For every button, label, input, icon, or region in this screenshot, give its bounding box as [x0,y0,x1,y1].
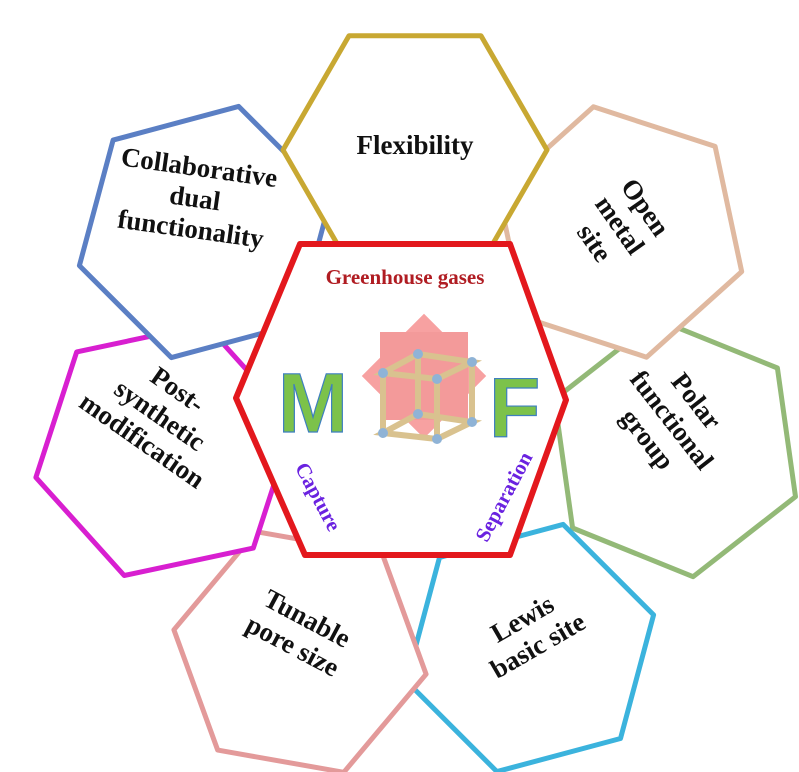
feature-hexagon-collaborative-dual-functionality: Collaborativedualfunctionality [76,103,334,361]
feature-hexagon-open-metal-site: Openmetalsite [495,104,745,360]
mof-cube-icon [361,313,487,444]
feature-label-line: Flexibility [357,130,474,160]
feature-label: Flexibility [357,130,474,160]
feature-hexagon-polar-functional-group: Polarfunctionalgroup [552,316,798,580]
feature-hexagon-tunable-pore-size: Tunablepore size [171,529,429,772]
feature-hexagon-lewis-basic-site: Lewisbasic site [403,521,657,772]
feature-label-line: dual [168,180,223,217]
feature-label: Openmetalsite [564,172,677,278]
center-hexagon: Greenhouse gases M F Capture Separation [233,241,569,558]
center-title: Greenhouse gases [326,265,485,289]
feature-hexagon-post-synthetic-modification: Post-syntheticmodification [33,322,297,578]
logo-letter-f: F [489,361,540,455]
logo-letter-m: M [278,356,348,450]
